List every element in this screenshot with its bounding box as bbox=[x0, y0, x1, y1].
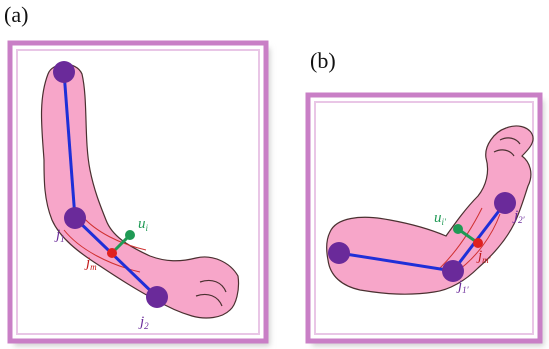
panel-a-j1-joint bbox=[64, 207, 86, 229]
panel-a-shoulder-joint bbox=[53, 61, 75, 83]
panel-a: j1 jm j2 ui bbox=[10, 43, 270, 346]
panel-a-midpoint bbox=[107, 248, 117, 258]
panel-b-shoulder-joint bbox=[328, 242, 350, 264]
panel-b-u-point bbox=[453, 224, 463, 234]
panel-b: j1′ jm′ j2′ ui′ bbox=[308, 95, 544, 346]
panel-a-j2-joint bbox=[146, 286, 168, 308]
panel-b-j2-joint bbox=[494, 192, 516, 214]
panel-a-u-point bbox=[125, 230, 135, 240]
panel-b-midpoint bbox=[473, 238, 483, 248]
